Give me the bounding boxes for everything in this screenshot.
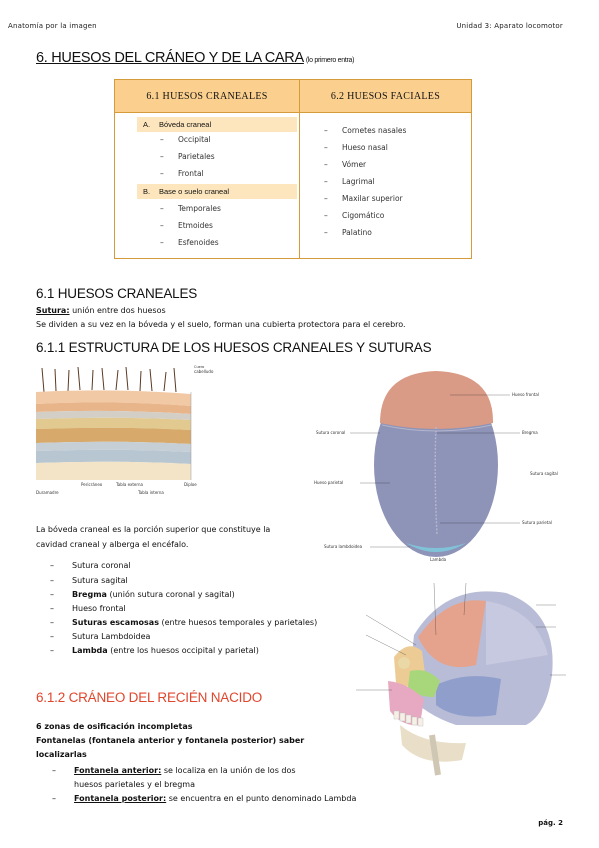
label-sagital: Sutura sagital: [530, 471, 558, 476]
facial-header: 6.2 HUESOS FACIALES: [300, 80, 471, 113]
fontanela-anterior-cont: huesos parietales y el bregma: [74, 780, 195, 789]
newborn-skull-figure: [356, 582, 566, 776]
list-item: –Sutura sagital: [50, 576, 128, 585]
label-frontal: Hueso frontal: [512, 392, 539, 397]
list-item: –Hueso frontal: [50, 604, 126, 613]
label-coronal: Sutura coronal: [316, 430, 345, 435]
list-item: –Suturas escamosas (entre huesos tempora…: [50, 618, 318, 627]
list-item: –Temporales: [160, 204, 221, 213]
label-lambdoidea: Sutura lambdoidea: [324, 544, 363, 549]
header-right: Unidad 3: Aparato locomotor: [456, 22, 563, 30]
list-item: –Cigomático: [324, 211, 385, 220]
header-left: Anatomía por la imagen: [8, 22, 97, 30]
list-item-fontanela-anterior: –Fontanela anterior: se localiza en la u…: [52, 766, 296, 775]
boveda-para-1: La bóveda craneal es la porción superior…: [36, 525, 271, 534]
section-a: A. Bóveda craneal: [137, 117, 297, 132]
label-parietal-r: Sutura parietal: [522, 520, 552, 525]
label-bregma: Bregma: [522, 430, 538, 435]
label-pericraneo: Pericráneo: [81, 482, 103, 487]
page-number: pág. 2: [538, 819, 563, 827]
label-duramadre: Duramadre: [36, 490, 59, 495]
label-diploe: Diploe: [184, 482, 197, 487]
list-item: –Sutura Lambdoidea: [50, 632, 151, 641]
list-item: –Esfenoides: [160, 238, 219, 247]
list-item: –Sutura coronal: [50, 561, 131, 570]
bones-table: 6.1 HUESOS CRANEALES A. Bóveda craneal –O…: [114, 79, 472, 259]
label-lambda: Lambda: [430, 557, 447, 562]
list-item: –Frontal: [160, 169, 204, 178]
list-item-fontanela-posterior: –Fontanela posterior: se encuentra en el…: [52, 794, 357, 803]
heading-6-1-2: 6.1.2 CRÁNEO DEL RECIÉN NACIDO: [36, 690, 263, 705]
section-b: B. Base o suelo craneal: [137, 184, 297, 199]
list-item: –Cornetes nasales: [324, 126, 407, 135]
label-cabelludo: cabelludo: [194, 369, 214, 374]
list-item: –Lagrimal: [324, 177, 375, 186]
boveda-para-2: cavidad craneal y alberga el encéfalo.: [36, 540, 189, 549]
skull-top-figure: Hueso frontal Sutura coronal Bregma Sutu…: [314, 371, 558, 562]
cranial-header: 6.1 HUESOS CRANEALES: [115, 80, 299, 113]
list-item: –Lambda (entre los huesos occipital y pa…: [50, 646, 259, 655]
label-parietal: Hueso parietal: [314, 480, 343, 485]
sutura-line: Sutura: unión entre dos huesos: [36, 306, 166, 315]
heading-6-1-1: 6.1.1 ESTRUCTURA DE LOS HUESOS CRANEALES…: [36, 340, 432, 355]
list-item: –Bregma (unión sutura coronal y sagital): [50, 590, 235, 599]
sutura-label: Sutura:: [36, 306, 70, 315]
fontanelas-line-2: localizarlas: [36, 750, 87, 759]
section-b-letter: B.: [143, 187, 151, 196]
facial-column: 6.2 HUESOS FACIALES –Cornetes nasales –H…: [300, 80, 471, 258]
page-title: 6. HUESOS DEL CRÁNEO Y DE LA CARA(lo pri…: [36, 50, 354, 66]
title-note: (lo primero entra): [305, 57, 355, 64]
section-b-label: Base o suelo craneal: [159, 187, 230, 196]
section-a-label: Bóveda craneal: [159, 120, 212, 129]
list-item: –Palatino: [324, 228, 372, 237]
heading-6-1: 6.1 HUESOS CRANEALES: [36, 286, 198, 301]
label-cuero: Cuero: [194, 365, 204, 369]
scalp-layers-figure: Cuero cabelludo Duramadre Pericráneo Tab…: [36, 365, 214, 495]
title-text: 6. HUESOS DEL CRÁNEO Y DE LA CARA: [36, 50, 304, 66]
division-text: Se dividen a su vez en la bóveda y el su…: [36, 320, 406, 329]
list-item: –Parietales: [160, 152, 215, 161]
fontanelas-line-1: Fontanelas (fontanela anterior y fontane…: [36, 736, 305, 745]
label-tabla-ext: Tabla externa: [115, 482, 144, 487]
list-item: –Hueso nasal: [324, 143, 388, 152]
cranial-column: 6.1 HUESOS CRANEALES A. Bóveda craneal –O…: [115, 80, 300, 258]
list-item: –Etmoides: [160, 221, 213, 230]
label-tabla-int: Tabla interna: [137, 490, 164, 495]
zonas-text: 6 zonas de osificación incompletas: [36, 722, 193, 731]
list-item: –Occipital: [160, 135, 211, 144]
list-item: –Vómer: [324, 160, 367, 169]
hair-strands: [41, 366, 177, 393]
sutura-text: unión entre dos huesos: [69, 306, 166, 315]
list-item: –Maxilar superior: [324, 194, 403, 203]
section-a-letter: A.: [143, 120, 151, 129]
